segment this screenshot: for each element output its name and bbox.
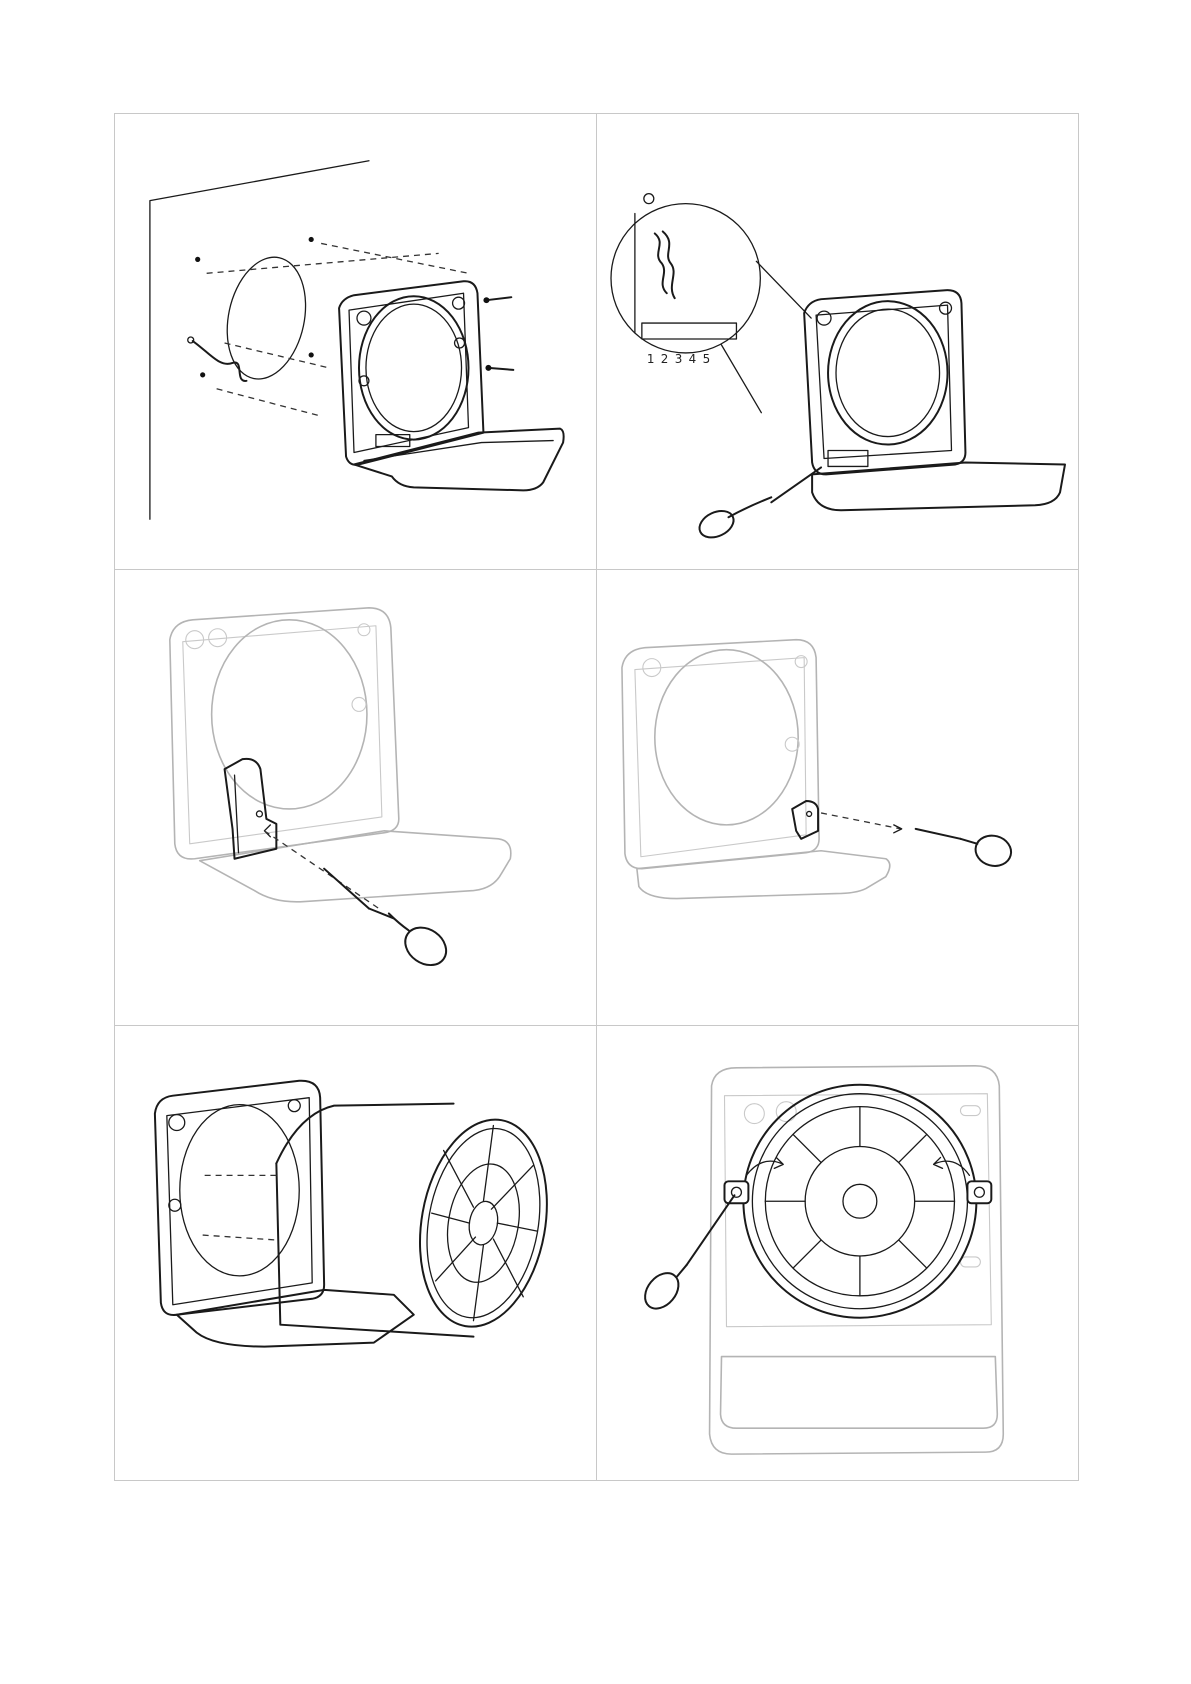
panel-5-cylinder-insert <box>114 1025 597 1481</box>
panel-6-rotate-lock <box>596 1025 1079 1481</box>
panel-1-wall-mount <box>114 113 597 570</box>
rotate-lock-icon <box>597 1026 1078 1480</box>
terminal-wiring-icon: 1 2 3 4 5 <box>597 114 1078 569</box>
clip-screwdriver-icon <box>597 570 1078 1025</box>
panel-3-cover-removal <box>114 569 597 1026</box>
instruction-grid: 1 2 3 4 5 <box>114 113 1079 1481</box>
wall-mount-frame-icon <box>115 114 596 569</box>
terminal-3: 3 <box>675 352 683 366</box>
terminal-4: 4 <box>689 352 697 366</box>
terminal-number-row: 1 2 3 4 5 <box>647 352 710 366</box>
panel-2-wiring: 1 2 3 4 5 <box>596 113 1079 570</box>
terminal-1: 1 <box>647 352 655 366</box>
panel-4-clip-removal <box>596 569 1079 1026</box>
terminal-2: 2 <box>661 352 669 366</box>
cover-screwdriver-icon <box>115 570 596 1025</box>
insert-cylinder-icon <box>115 1026 596 1480</box>
terminal-5: 5 <box>703 352 711 366</box>
